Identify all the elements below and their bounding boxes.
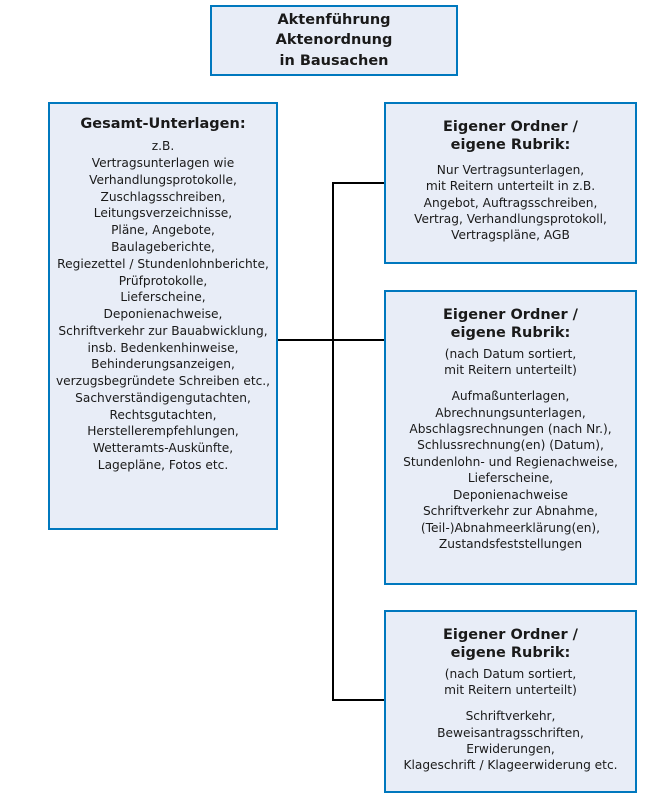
- eigener-ordner-box-abrechnung: Eigener Ordner / eigene Rubrik: (nach Da…: [384, 290, 637, 585]
- eigener-ordner-box-schriftverkehr: Eigener Ordner / eigene Rubrik: (nach Da…: [384, 610, 637, 793]
- eigener-ordner-heading-2: Eigener Ordner / eigene Rubrik:: [443, 307, 578, 342]
- gesamt-unterlagen-heading: Gesamt-Unterlagen:: [80, 116, 246, 132]
- gesamt-unterlagen-body: z.B. Vertragsunterlagen wie Verhandlungs…: [55, 139, 271, 472]
- eigener-ordner-subtitle-2: (nach Datum sortiert, mit Reitern untert…: [444, 346, 577, 378]
- title-box: Aktenführung Aktenordnung in Bausachen: [210, 5, 458, 76]
- eigener-ordner-heading-1: Eigener Ordner / eigene Rubrik:: [443, 119, 578, 154]
- eigener-ordner-body-3: Schriftverkehr, Beweisantragsschriften, …: [403, 709, 618, 773]
- gesamt-unterlagen-box: Gesamt-Unterlagen: z.B. Vertragsunterlag…: [48, 102, 278, 530]
- eigener-ordner-body-2: Aufmaßunterlagen, Abrechnungsunterlagen,…: [403, 389, 618, 551]
- eigener-ordner-subtitle-3: (nach Datum sortiert, mit Reitern untert…: [444, 666, 577, 698]
- title-box-text: Aktenführung Aktenordnung in Bausachen: [275, 11, 393, 69]
- eigener-ordner-body-1: Nur Vertragsunterlagen, mit Reitern unte…: [414, 162, 607, 243]
- eigener-ordner-heading-3: Eigener Ordner / eigene Rubrik:: [443, 627, 578, 662]
- eigener-ordner-box-vertragsunterlagen: Eigener Ordner / eigene Rubrik: Nur Vert…: [384, 102, 637, 264]
